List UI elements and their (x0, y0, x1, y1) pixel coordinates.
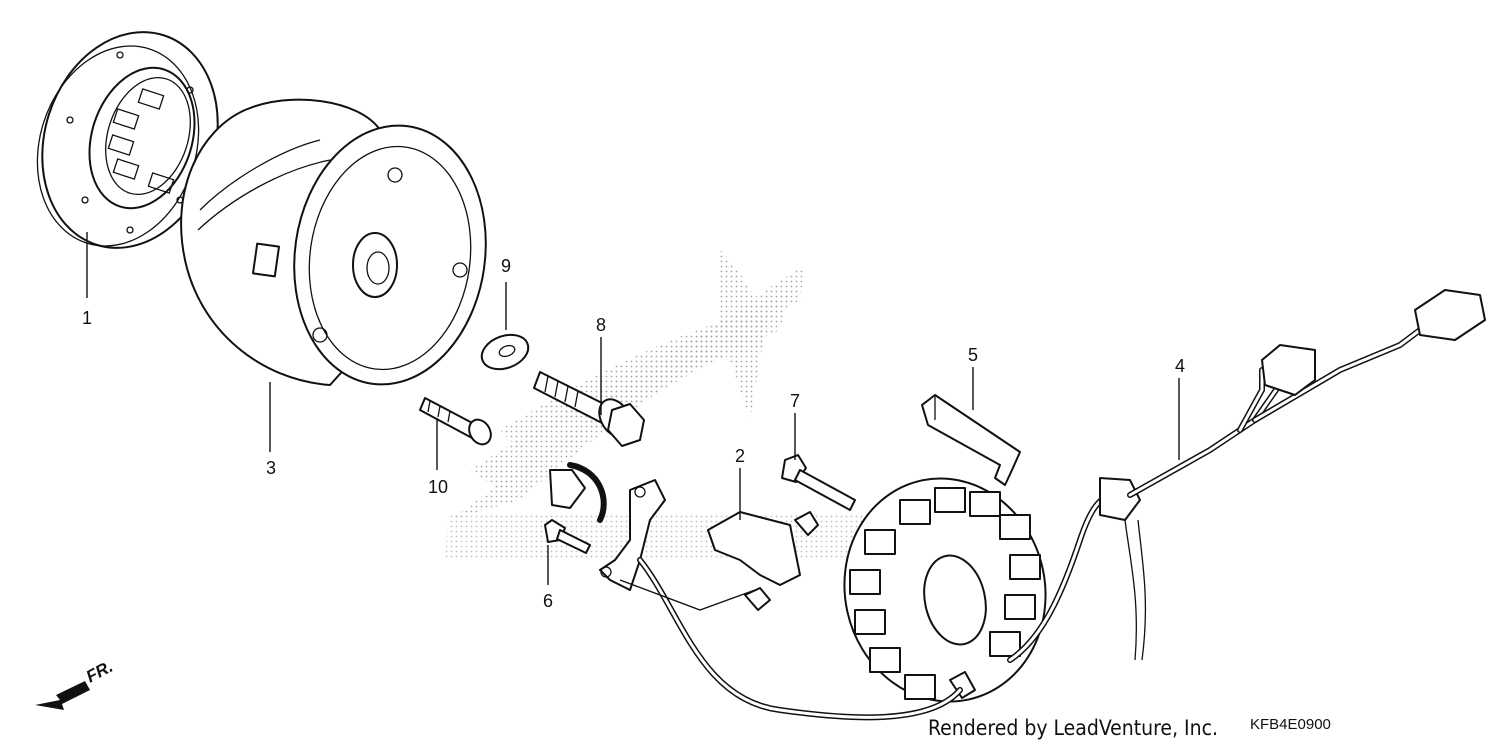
callout-3: 3 (266, 458, 276, 478)
starter-clutch[interactable] (12, 9, 245, 271)
bolt-10[interactable] (419, 397, 495, 448)
callout-2: 2 (735, 446, 745, 466)
callout-10: 10 (428, 477, 448, 497)
render-credit: Rendered by LeadVenture, Inc. (928, 716, 1218, 740)
wire-clamp[interactable] (921, 394, 1021, 486)
front-arrow-icon (35, 681, 90, 710)
screw-7[interactable] (781, 454, 856, 511)
callout-5: 5 (968, 345, 978, 365)
callout-8: 8 (596, 315, 606, 335)
callout-4: 4 (1175, 356, 1185, 376)
flange-bolt[interactable] (533, 371, 645, 447)
diagram-code: KFB4E0900 (1250, 716, 1331, 733)
washer[interactable] (477, 329, 533, 375)
callout-1: 1 (82, 308, 92, 328)
callout-7: 7 (790, 391, 800, 411)
pulse-generator[interactable] (549, 462, 819, 611)
callout-6: 6 (543, 591, 553, 611)
bolt-6[interactable] (544, 519, 591, 554)
flywheel-rotor[interactable] (180, 98, 502, 397)
callouts: 1 2 3 4 5 6 7 8 9 10 (82, 256, 1185, 611)
callout-9: 9 (501, 256, 511, 276)
stator-coil[interactable] (637, 289, 1486, 721)
leader-lines (86, 232, 1180, 611)
